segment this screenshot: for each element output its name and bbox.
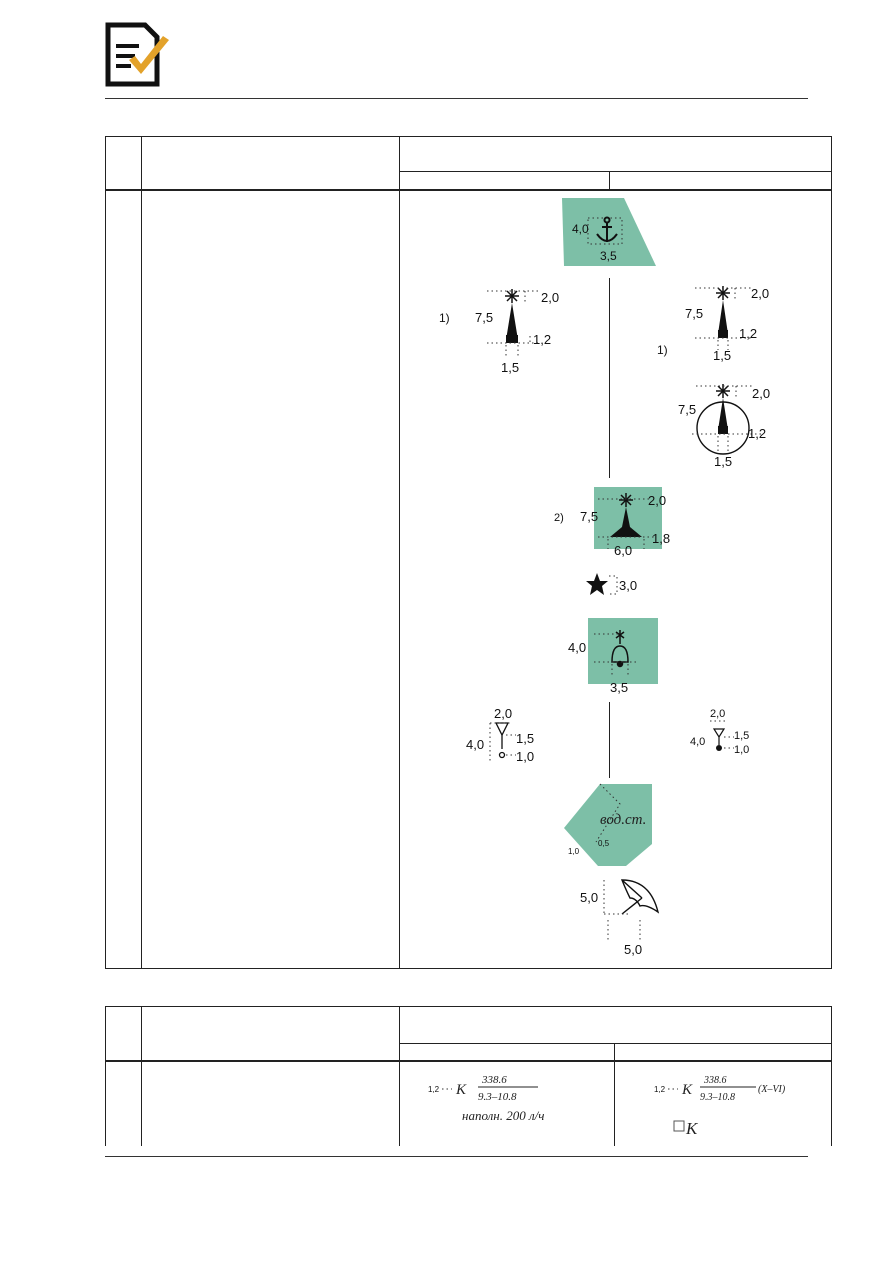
svg-text:7,5: 7,5	[580, 509, 598, 524]
svg-text:9.3–10.8: 9.3–10.8	[700, 1092, 735, 1103]
svg-text:(X–VI): (X–VI)	[758, 1084, 786, 1095]
svg-text:9.3–10.8: 9.3–10.8	[478, 1091, 517, 1103]
svg-text:2,0: 2,0	[648, 493, 666, 508]
svg-text:7,5: 7,5	[678, 402, 696, 417]
svg-text:0,5: 0,5	[598, 839, 610, 848]
svg-text:2,0: 2,0	[494, 706, 512, 721]
svg-text:2,0: 2,0	[710, 708, 725, 720]
anchor-icon	[596, 216, 618, 242]
svg-text:2,0: 2,0	[541, 290, 559, 305]
svg-text:К: К	[685, 1119, 699, 1138]
light-star-icon	[505, 289, 519, 303]
svg-text:4,0: 4,0	[568, 640, 586, 655]
svg-text:6,0: 6,0	[614, 543, 632, 558]
svg-text:5,0: 5,0	[580, 890, 598, 905]
water-tower-label: вод.ст.	[600, 812, 646, 828]
beacon-left: 1) 2,0 7,5 1,2 1,5	[439, 289, 559, 375]
svg-text:К: К	[681, 1082, 693, 1098]
svg-text:1,0: 1,0	[516, 749, 534, 764]
svg-text:1,5: 1,5	[714, 454, 732, 469]
footer-rule	[105, 1156, 808, 1157]
svg-text:1,2: 1,2	[739, 326, 757, 341]
bell-icon	[611, 630, 629, 668]
svg-text:7,5: 7,5	[685, 306, 703, 321]
umbrella-icon	[620, 879, 660, 915]
header-rule	[105, 98, 808, 99]
svg-text:3,5: 3,5	[610, 680, 628, 695]
bell-symbol: 4,0 3,5	[568, 618, 658, 695]
svg-text:1,2: 1,2	[533, 332, 551, 347]
svg-text:5,0: 5,0	[624, 942, 642, 957]
anchorage-dim-w: 3,5	[600, 249, 617, 263]
svg-text:1,0: 1,0	[734, 744, 749, 756]
svg-text:338.6: 338.6	[481, 1074, 507, 1086]
sign-icon	[494, 722, 510, 759]
beacon-circle: 2,0 7,5 1,2 1,5	[678, 384, 770, 469]
star-icon	[586, 573, 608, 595]
beacon-left-index: 1)	[439, 311, 450, 325]
sign-right: 2,0 4,0 1,5 1,0	[690, 708, 749, 756]
tank-label-right: 1,2 К 338.6 9.3–10.8 (X–VI) К	[654, 1075, 786, 1138]
svg-text:3,0: 3,0	[619, 578, 637, 593]
svg-text:1,5: 1,5	[516, 731, 534, 746]
tank-label-left: 1,2 К 338.6 9.3–10.8 наполн. 200 л/ч	[428, 1074, 544, 1123]
svg-text:1,5: 1,5	[734, 730, 749, 742]
svg-text:1,2: 1,2	[654, 1085, 666, 1094]
svg-text:1,2: 1,2	[748, 426, 766, 441]
beacon-right: 1) 2,0 7,5 1,2 1,5	[657, 286, 769, 363]
svg-text:1,2: 1,2	[428, 1085, 440, 1094]
svg-text:4,0: 4,0	[466, 737, 484, 752]
beacon-right-index: 1)	[657, 343, 668, 357]
svg-text:7,5: 7,5	[475, 310, 493, 325]
document-check-icon	[105, 22, 169, 87]
square-icon	[673, 1120, 685, 1132]
anchorage-dim-h: 4,0	[572, 222, 589, 236]
svg-text:338.6: 338.6	[703, 1075, 727, 1086]
lighthouse-symbol: 2) 2,0 7,5 1,8 6,0	[554, 487, 670, 558]
svg-text:1,0: 1,0	[568, 847, 580, 856]
svg-text:наполн. 200 л/ч: наполн. 200 л/ч	[462, 1108, 544, 1123]
lighthouse-index: 2)	[554, 512, 564, 524]
svg-text:2,0: 2,0	[751, 286, 769, 301]
svg-text:1,5: 1,5	[713, 348, 731, 363]
svg-text:4,0: 4,0	[690, 736, 705, 748]
umbrella-symbol: 5,0 5,0	[580, 879, 660, 957]
svg-text:1,8: 1,8	[652, 531, 670, 546]
svg-text:2,0: 2,0	[752, 386, 770, 401]
water-tower-symbol: вод.ст. 1,0 0,5	[564, 783, 652, 866]
anchorage-symbol: 4,0 3,5	[562, 198, 656, 266]
star-symbol: 3,0	[586, 573, 637, 595]
sign-icon	[712, 728, 726, 745]
svg-text:1,5: 1,5	[501, 360, 519, 375]
sign-left: 2,0 4,0 1,5 1,0	[466, 706, 534, 764]
light-star-icon	[619, 493, 633, 507]
svg-text:К: К	[455, 1082, 467, 1098]
